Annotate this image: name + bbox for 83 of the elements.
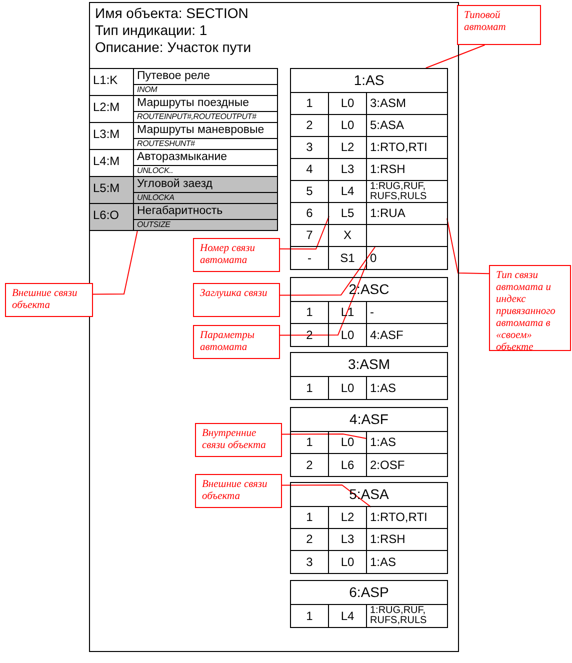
- table-cell: L0: [329, 115, 367, 137]
- table-cell: 1:RTO,RTI: [367, 507, 447, 529]
- table-cell: L3: [329, 529, 367, 551]
- table-cell: 3: [291, 137, 329, 159]
- leader-line: [425, 44, 486, 68]
- table-cell: 3: [291, 551, 329, 573]
- table-cell: X: [329, 225, 367, 247]
- automaton-table: [290, 580, 448, 628]
- link-name-cell: Негабаритность: [133, 203, 278, 220]
- object-info-line: Описание: Участок пути: [95, 39, 252, 55]
- table-cell: 1:RSH: [367, 159, 447, 181]
- table-cell: 5: [291, 181, 329, 203]
- callout-box: Заглушка связи: [193, 283, 280, 317]
- link-parameter-cell: UNLOCKA: [133, 192, 278, 204]
- leader-line: [282, 434, 368, 440]
- table-cell: 1:AS: [367, 377, 447, 399]
- table-heading: 3:ASM: [291, 353, 447, 377]
- table-cell: 1:RUG,RUF, RUFS,RULS: [367, 605, 447, 627]
- table-cell: L0: [329, 551, 367, 573]
- link-code-cell: L5:M: [89, 176, 134, 204]
- automaton-table: [290, 407, 448, 477]
- object-info-line: Тип индикации: 1: [95, 22, 208, 38]
- link-name-cell: Угловой заезд: [133, 176, 278, 193]
- table-cell: 1:AS: [367, 551, 447, 573]
- table-heading: 1:AS: [291, 69, 447, 93]
- object-info-line: Имя объекта: SECTION: [95, 5, 248, 21]
- object-frame: [89, 2, 459, 652]
- table-cell: -: [367, 302, 447, 324]
- automaton-table: [290, 277, 448, 347]
- callout-box: Тип связи автомата и индекс привязанного автомата в «своем» объекте: [489, 265, 571, 351]
- table-cell: S1: [329, 247, 367, 269]
- table-cell: L3: [329, 159, 367, 181]
- table-cell: L2: [329, 137, 367, 159]
- table-cell: 2: [291, 529, 329, 551]
- table-cell: -: [291, 247, 329, 269]
- table-cell: 1:RTO,RTI: [367, 137, 447, 159]
- table-cell: 1: [291, 302, 329, 324]
- link-name-cell: Путевое реле: [133, 68, 278, 85]
- callout-box: Внутренние связи объекта: [195, 423, 282, 457]
- table-cell: 6: [291, 203, 329, 225]
- table-cell: 1: [291, 432, 329, 454]
- automaton-table: [290, 68, 448, 270]
- automaton-table: [290, 482, 448, 574]
- table-cell: 4: [291, 159, 329, 181]
- link-parameter-cell: OUTSIZE: [133, 219, 278, 231]
- leader-line: [280, 246, 376, 296]
- table-heading: 6:ASP: [291, 581, 447, 605]
- table-cell: L6: [329, 454, 367, 476]
- callout-box: Типовой автомат: [457, 5, 541, 45]
- table-cell: 3:ASM: [367, 93, 447, 115]
- table-cell: L4: [329, 181, 367, 203]
- callout-box: Номер связи автомата: [193, 238, 280, 272]
- table-cell: L0: [329, 324, 367, 346]
- table-cell: 1: [291, 377, 329, 399]
- automaton-table: [290, 352, 448, 400]
- table-heading: 4:ASF: [291, 408, 447, 432]
- table-cell: L4: [329, 605, 367, 627]
- table-cell: 1:AS: [367, 432, 447, 454]
- link-code-cell: L6:O: [89, 203, 134, 231]
- table-cell: L5: [329, 203, 367, 225]
- table-cell: 2: [291, 454, 329, 476]
- table-cell: 1:RUA: [367, 203, 447, 225]
- table-cell: L0: [329, 377, 367, 399]
- table-cell: L2: [329, 507, 367, 529]
- table-cell: L0: [329, 432, 367, 454]
- table-cell: 1: [291, 93, 329, 115]
- leader-line: [92, 230, 138, 295]
- table-cell: 7: [291, 225, 329, 247]
- table-cell: 4:ASF: [367, 324, 447, 346]
- callout-box: Внешние связи объекта: [5, 283, 93, 317]
- table-cell: 2:OSF: [367, 454, 447, 476]
- table-cell: 1: [291, 507, 329, 529]
- table-cell: 2: [291, 115, 329, 137]
- table-cell: 1:RSH: [367, 529, 447, 551]
- table-cell: 0: [367, 247, 447, 269]
- leader-line: [280, 262, 368, 336]
- table-cell: 5:ASA: [367, 115, 447, 137]
- callout-box: Внешние связи объекта: [195, 474, 282, 508]
- leader-line: [280, 216, 330, 250]
- table-cell: L0: [329, 93, 367, 115]
- table-cell: 1:RUG,RUF, RUFS,RULS: [367, 181, 447, 203]
- callout-box: Параметры автомата: [193, 325, 280, 359]
- table-cell: 1: [291, 605, 329, 627]
